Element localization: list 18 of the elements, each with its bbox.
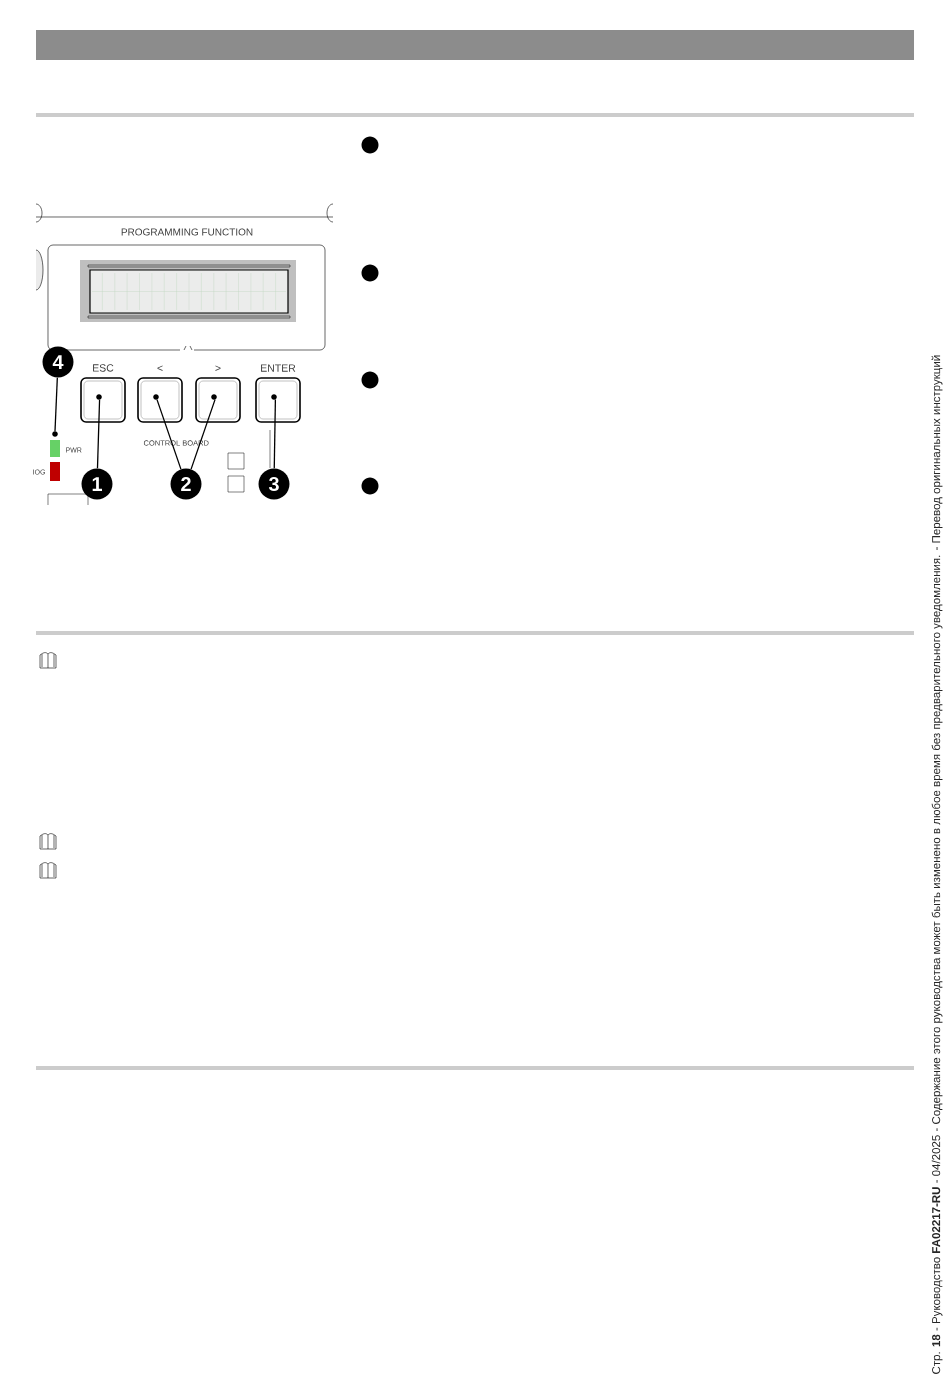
push-button: < bbox=[137, 365, 183, 423]
push-button: ESC bbox=[80, 364, 126, 423]
leader-line bbox=[190, 398, 216, 470]
leader-line bbox=[156, 398, 182, 470]
panel-label: PROGRAMMING FUNCTION bbox=[121, 228, 253, 236]
callout-number: 4 bbox=[42, 346, 74, 378]
node-label: < bbox=[157, 365, 163, 371]
push-button: > bbox=[195, 365, 241, 423]
node-label: > bbox=[215, 365, 221, 371]
leader-line bbox=[96, 399, 101, 469]
leader-line bbox=[273, 398, 277, 469]
callout-number: 2 bbox=[170, 468, 202, 500]
push-button: ENTER bbox=[255, 364, 301, 423]
node-label: ESC bbox=[93, 364, 114, 372]
callout-number: 1 bbox=[81, 468, 113, 500]
footer-text: Стр. 18 - Руководство FA02217-RU - 04/2025 - Содержание этого руководства может быть изменено в любое время без предварительного уведомления. - Перевод оригинальных инструкций bbox=[931, 355, 943, 1374]
node-label: ENTER bbox=[261, 364, 296, 372]
callout-number: 3 bbox=[258, 468, 290, 500]
